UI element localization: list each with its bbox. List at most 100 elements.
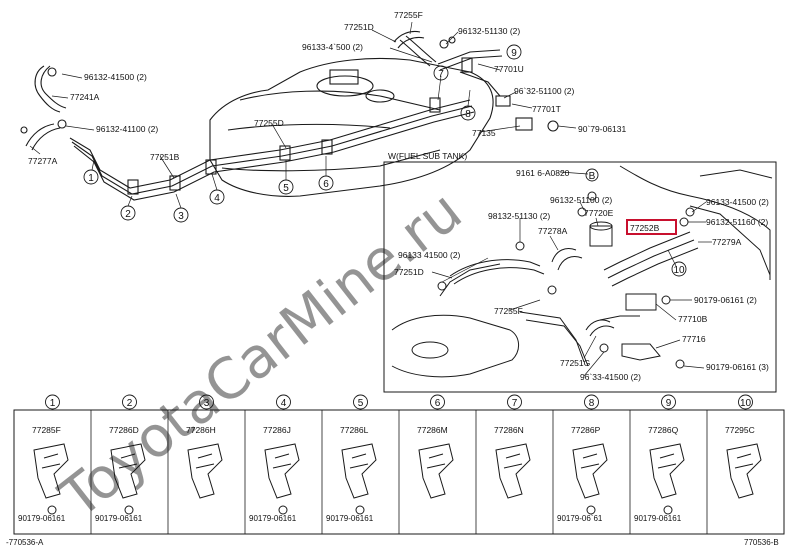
clamp-bolt-number: 90179-06161 — [95, 514, 143, 523]
label-98132-51130: 98132-51130 (2) — [488, 211, 550, 221]
label-77277A: 77277A — [28, 156, 58, 166]
highlight-77252B — [626, 219, 677, 235]
clamp-bolt-number: 90179-06161 — [326, 514, 374, 523]
callout-5: 5 — [283, 183, 289, 194]
label-96132-51130: 96132-51130 (2) — [458, 26, 520, 36]
clamp-part-number: 77286N — [494, 425, 524, 435]
clamp-drawing — [110, 443, 146, 499]
clamp-number-circle — [507, 394, 522, 410]
label-77278A: 77278A — [538, 226, 568, 236]
callout-6: 6 — [323, 179, 329, 190]
label-96132-51100-sub: 96132-51100 (2) — [550, 195, 612, 205]
label-96133-41500-b: 96`33-41500 (2) — [580, 372, 641, 382]
clamp-number: 5 — [358, 398, 364, 409]
clamp-drawing — [33, 443, 69, 499]
sub-part-labels: 9161 6-A0820 96132-51100 (2) 77720E 9813… — [394, 168, 769, 382]
label-96132-41500: 96132-41500 (2) — [84, 72, 147, 82]
label-77251G: 77251G — [560, 358, 590, 368]
clamp-number: 4 — [281, 398, 287, 409]
clamp-number: 7 — [512, 398, 518, 409]
clamp-number: 2 — [127, 398, 133, 409]
bolt-icon — [278, 505, 288, 515]
label-91616-A0820: 9161 6-A0820 — [516, 168, 570, 178]
clamp-part-number: 77286Q — [648, 425, 679, 435]
label-90179-06131: 90`79-06131 — [578, 124, 626, 134]
label-96133-41500-r: 96133-41500 (2) — [706, 197, 769, 207]
clamp-part-number: 77286D — [109, 425, 139, 435]
label-77701T: 77701T — [532, 104, 561, 114]
clamp-part-number: 77286M — [417, 425, 448, 435]
clamp-number-circle — [353, 394, 368, 410]
clamp-part-number: 77286H — [186, 425, 216, 435]
clamp-drawing — [495, 443, 531, 499]
bolt-icon — [47, 505, 57, 515]
label-77255F-sub: 77255F — [494, 306, 523, 316]
label-77252B: 77252B — [630, 223, 660, 233]
label-77251D: 77251D — [344, 22, 374, 32]
main-callout-numbers: 1 2 3 4 5 6 7 8 9 — [88, 48, 517, 222]
watermark-text: ToyotaCarMine.ru — [48, 179, 474, 532]
callout-8: 8 — [465, 109, 471, 120]
sub-tank-drawing — [391, 165, 773, 378]
clamp-cell: 10 77295C — [706, 394, 762, 534]
label-96132-51100: 96`32-51100 (2) — [514, 86, 574, 96]
main-leader-lines — [29, 21, 577, 209]
label-77135: 77135 — [472, 128, 496, 138]
sub-leader-lines — [431, 171, 712, 377]
sub-tank-frame — [383, 161, 777, 393]
clamp-part-number: 77286J — [263, 425, 291, 435]
bolt-icon — [355, 505, 365, 515]
main-part-labels: 77255F 77251D 96132-51130 (2) 96133-4`50… — [28, 10, 626, 166]
label-77710B: 77710B — [678, 314, 708, 324]
clamp-drawing — [187, 443, 223, 499]
clamp-bolt-number: 90179-06`61 — [557, 514, 603, 523]
clamp-cell: 8 77286P 90179-06`61 — [552, 394, 608, 534]
callout-9: 9 — [511, 48, 517, 59]
clamp-number: 10 — [740, 398, 752, 409]
clamp-number: 9 — [666, 398, 672, 409]
clamp-number: 8 — [589, 398, 595, 409]
label-90179-06161-b: 90179-06161 (3) — [706, 362, 769, 372]
clamp-bolt-number: 90179-06161 — [634, 514, 682, 523]
clamp-number: 1 — [50, 398, 56, 409]
clamp-number-circle — [199, 394, 214, 410]
clamp-number: 3 — [204, 398, 210, 409]
label-96132-51160: 96132-51160 (2) — [706, 217, 768, 227]
label-96133-41500-l: 96133 41500 (2) — [398, 250, 461, 260]
sub-callouts — [585, 168, 687, 277]
bolt-icon — [663, 505, 673, 515]
clamp-part-number: 77286P — [571, 425, 601, 435]
clamp-cell: 9 77286Q 90179-06161 — [629, 394, 685, 534]
callout-10: 10 — [673, 265, 685, 276]
label-77241A: 77241A — [70, 92, 100, 102]
label-77716: 77716 — [682, 334, 706, 344]
label-77279A: 77279A — [712, 237, 742, 247]
callout-7: 7 — [438, 69, 444, 80]
clamp-drawing — [572, 443, 608, 499]
clamp-cell: 2 77286D 90179-06161 — [90, 394, 146, 534]
callout-3: 3 — [178, 211, 184, 222]
bolt-icon — [124, 505, 134, 515]
clamp-bolt-number: 90179-06161 — [249, 514, 297, 523]
clamp-number-circle — [584, 394, 599, 410]
sub-tank-inset: W(FUEL SUB TANK) — [383, 151, 777, 393]
bolt-icon — [586, 505, 596, 515]
label-96133-4500: 96133-4`500 (2) — [302, 42, 363, 52]
clamp-drawing — [264, 443, 300, 499]
clamp-part-number: 77295C — [725, 425, 755, 435]
label-77251B: 77251B — [150, 152, 180, 162]
clamp-number-circle — [276, 394, 291, 410]
main-fuel-tank-drawing — [20, 30, 559, 201]
callout-4: 4 — [214, 193, 220, 204]
footer-left-code: -770536-A — [6, 538, 44, 547]
clamp-number-circle — [430, 394, 445, 410]
clamp-cell: 4 77286J 90179-06161 — [244, 394, 300, 534]
label-77255D: 77255D — [254, 118, 284, 128]
main-callouts — [83, 44, 522, 223]
sub-tank-title: W(FUEL SUB TANK) — [388, 151, 467, 161]
clamp-number: 6 — [435, 398, 441, 409]
